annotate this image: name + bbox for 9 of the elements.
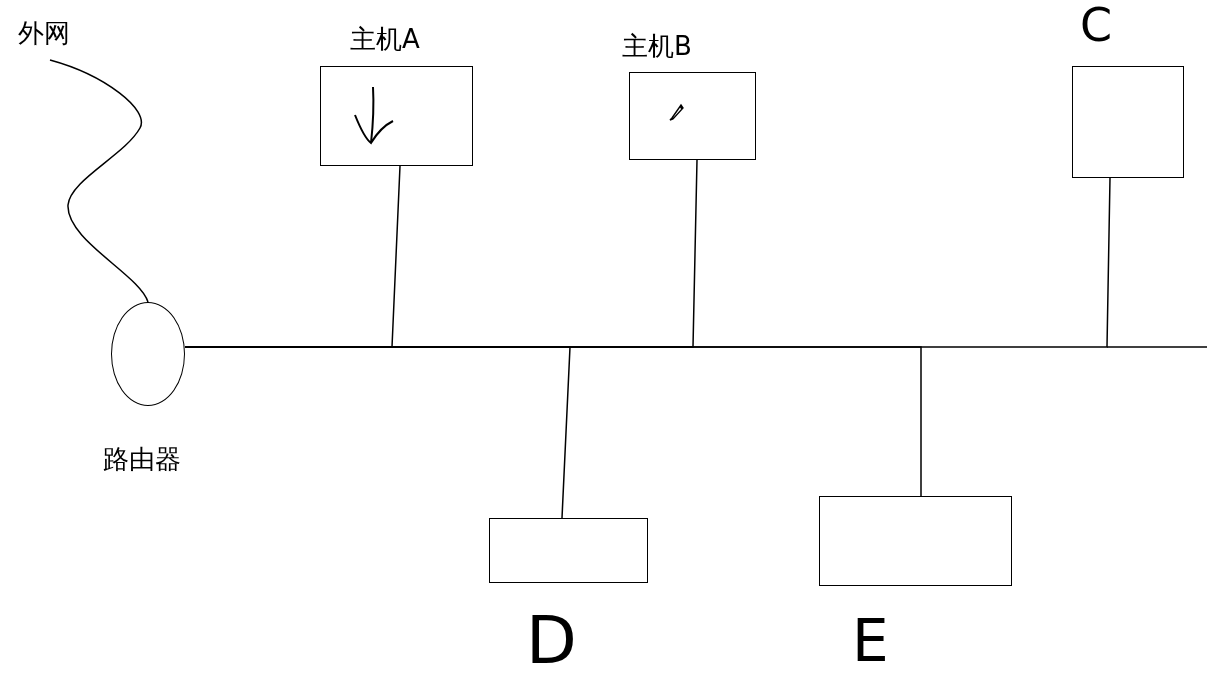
host-label: D — [526, 608, 577, 674]
host-label: E — [852, 612, 889, 670]
cable-line — [49, 59, 149, 303]
host-label: 主机B — [622, 33, 692, 59]
host-label: C — [1080, 2, 1113, 48]
network-label: 外网 — [18, 20, 70, 46]
host-label: 主机A — [350, 26, 420, 52]
connection-line — [184, 346, 922, 497]
router-label: 路由器 — [103, 446, 181, 472]
